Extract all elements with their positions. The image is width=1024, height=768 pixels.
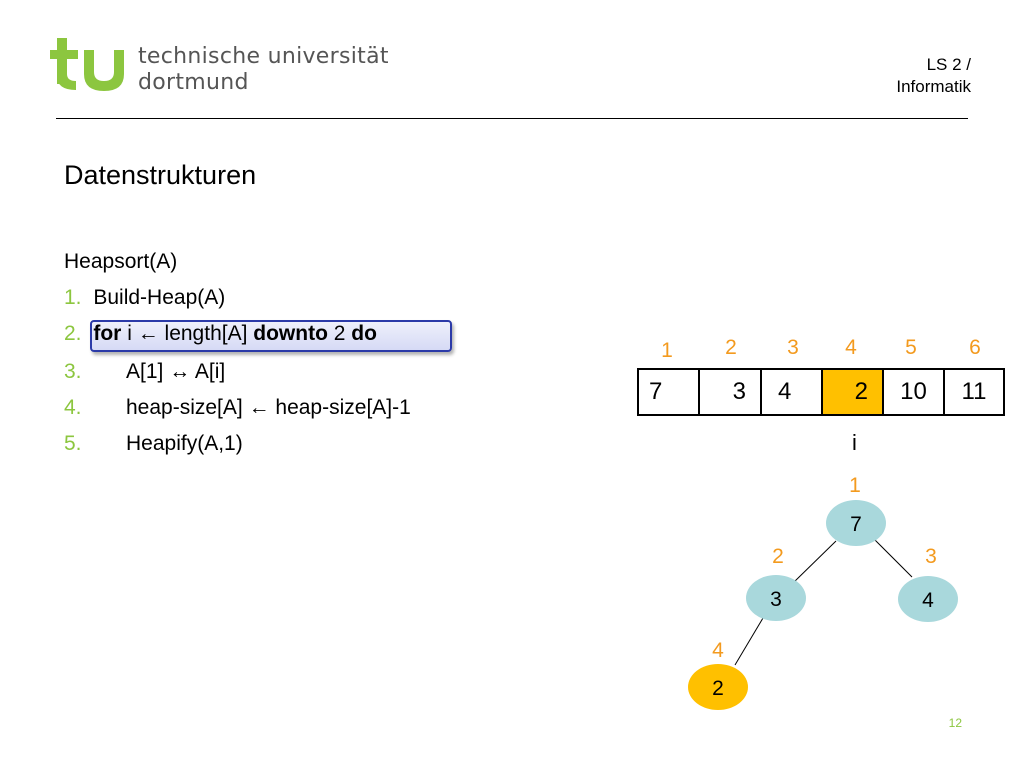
tu-logo [50, 38, 124, 91]
array-index: 3 [787, 336, 799, 359]
code-text: A[1] ↔ A[i] [126, 360, 226, 383]
chair-line2: Informatik [896, 77, 971, 96]
university-name-line1: technische universität [138, 44, 389, 69]
header-divider [56, 118, 968, 119]
heap-node-value: 4 [922, 589, 934, 612]
heap-node [826, 500, 886, 546]
heap-nodes: 1 7 2 3 3 4 4 2 [688, 474, 958, 710]
array-index: 5 [905, 336, 917, 359]
array-index: 4 [845, 336, 857, 359]
code-line-5: 5. Heapify(A,1) [64, 432, 243, 456]
slide-title: Datenstrukturen [64, 160, 257, 190]
code-line-2: 2. for i ← length[A] downto 2 do [64, 322, 377, 346]
line-number: 2. [64, 322, 82, 345]
code-text: Build-Heap(A) [93, 286, 226, 309]
array-cell: 7 [637, 368, 700, 416]
array-cell: 11 [945, 368, 1005, 416]
code-text: for i ← length[A] downto 2 do [93, 322, 377, 345]
array-index: 2 [725, 336, 737, 359]
code-line-4: 4. heap-size[A] ← heap-size[A]-1 [64, 396, 411, 420]
line-number: 1. [64, 286, 82, 309]
heap-node-index: 3 [925, 545, 937, 568]
line-number: 5. [64, 432, 82, 455]
keyword-downto: downto [253, 322, 328, 345]
algorithm-name: Heapsort(A) [64, 250, 178, 273]
heap-node-value: 3 [770, 588, 782, 611]
code-text: heap-size[A] ← heap-size[A]-1 [126, 396, 411, 419]
array-pointer-label: i [852, 430, 857, 455]
code-line-1: 1. Build-Heap(A) [64, 286, 225, 310]
heap-edge [734, 617, 764, 666]
line-number: 4. [64, 396, 82, 419]
highlighted-line-box [90, 320, 452, 352]
code-segment: 2 [327, 322, 352, 345]
heap-edge [873, 538, 913, 578]
heap-node-index: 2 [772, 545, 784, 568]
array-cell: 3 [700, 368, 762, 416]
array-index: 1 [661, 339, 673, 362]
heap-node [746, 575, 806, 621]
array-index: 6 [969, 336, 981, 359]
heap-node-index: 1 [849, 474, 861, 497]
heap-edge [792, 540, 837, 584]
code-text: Heapify(A,1) [126, 432, 243, 455]
heap-node [898, 576, 958, 622]
page-number: 12 [948, 716, 962, 730]
heap-edges [734, 538, 913, 666]
array-cell: 4 [762, 368, 823, 416]
heap-node-index: 4 [712, 639, 724, 662]
chair-line1: LS 2 / [926, 55, 971, 74]
keyword-for: for [93, 322, 122, 345]
heap-node-value: 2 [712, 677, 724, 700]
heap-node-value: 7 [850, 513, 862, 536]
code-segment: i ← length[A] [121, 322, 254, 345]
university-name-line2: dortmund [138, 70, 249, 95]
array-cell: 10 [884, 368, 945, 416]
line-number: 3. [64, 360, 82, 383]
code-line-3: 3. A[1] ↔ A[i] [64, 360, 225, 384]
chair-label: LS 2 / Informatik [896, 54, 971, 98]
array-cell-highlighted: 2 [823, 368, 884, 416]
heap-node-highlighted [688, 664, 748, 710]
keyword-do: do [351, 322, 377, 345]
